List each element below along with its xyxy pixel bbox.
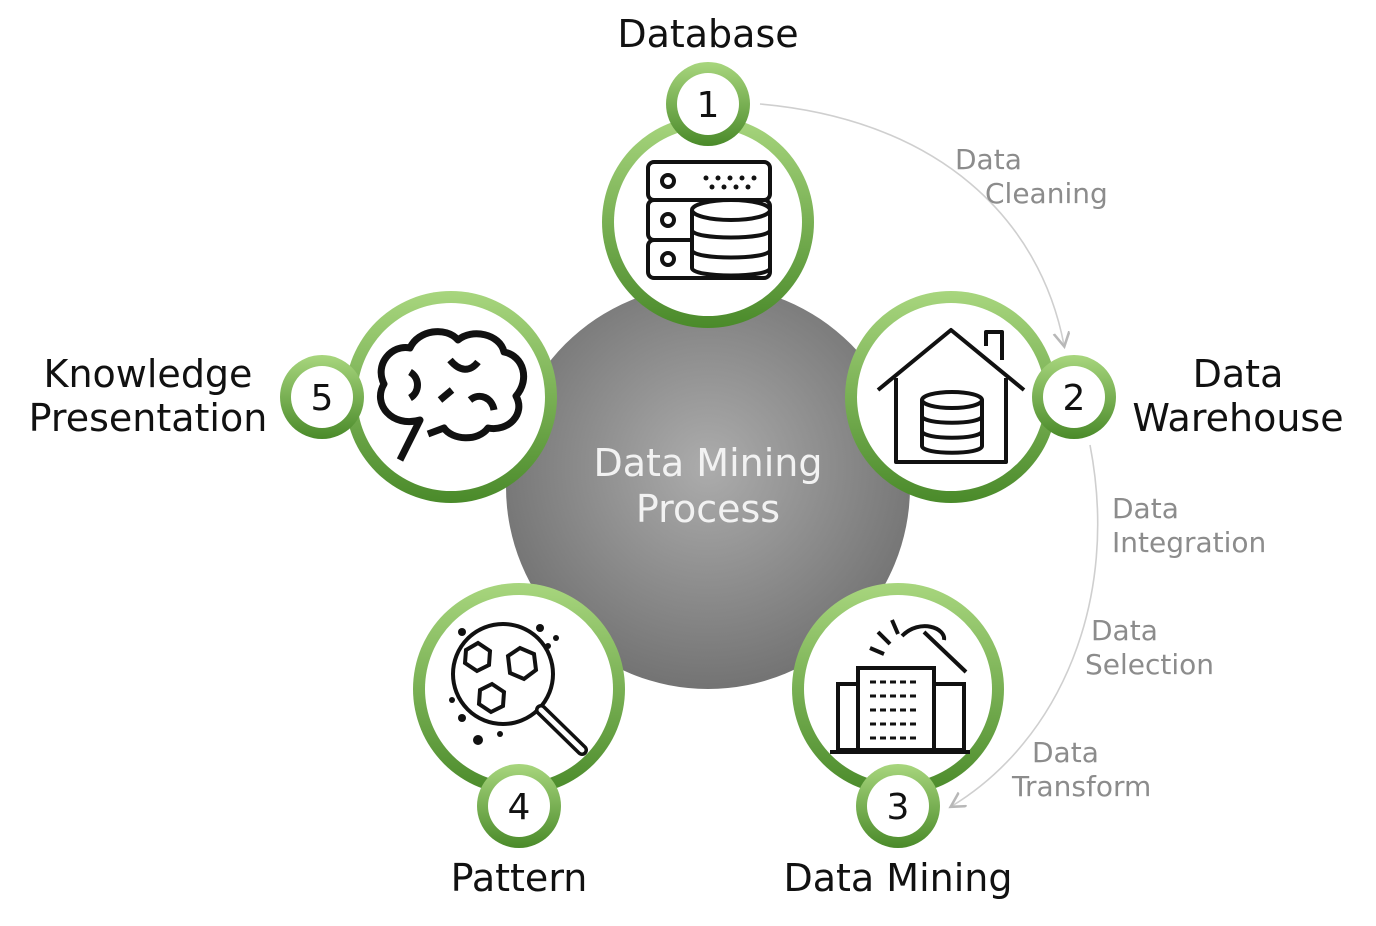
stage-3-label: Data Mining [783,856,1013,900]
stage-2-label: Data Warehouse [1132,352,1344,440]
pattern-magnifier-icon [449,622,588,756]
center-title-line-2: Process [635,487,781,531]
stage-1-label: Database [617,12,799,56]
data-warehouse-house-icon [876,328,1026,464]
stage-1-node: 1 [602,62,814,328]
stage-4-node: 4 [413,583,625,848]
arrow-2-to-3 [952,444,1099,806]
core-circle [506,285,910,689]
stage-5-label: Knowledge Presentation [28,352,268,440]
stage-1-number: 1 [697,85,720,126]
database-server-icon [646,160,772,280]
arrow-1-to-2 [759,103,1064,345]
center-title-line-1: Data Mining [593,441,823,485]
brain-icon [376,328,528,462]
stage-5-number: 5 [311,378,334,419]
center-title: Data Mining Process [558,440,858,532]
stage-4-label: Pattern [450,856,588,900]
stage-2-node: 2 [845,291,1116,503]
stage-5-node: 5 [280,291,557,503]
step-data-cleaning-label: Data Cleaning [955,143,1108,210]
stage-2-number: 2 [1063,378,1086,419]
stage-3-number: 3 [887,787,910,828]
stage-3-node: 3 [792,583,1004,848]
data-mining-pickaxe-icon [830,619,970,754]
step-data-integration-label: Data Integration [1112,492,1267,559]
step-data-selection-label: Data Selection [1085,614,1215,681]
stage-4-number: 4 [508,787,531,828]
step-data-transform-label: Data Transform [1012,736,1152,803]
